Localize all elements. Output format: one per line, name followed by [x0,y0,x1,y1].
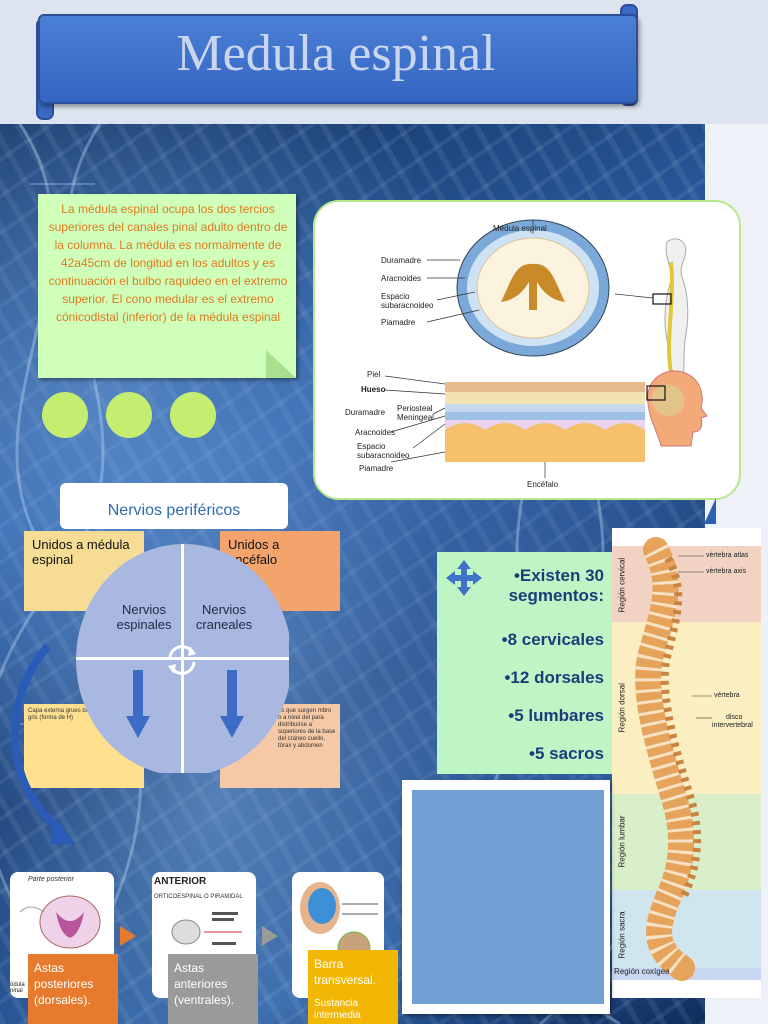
segments-sacros: •5 sacros [529,744,604,763]
label-subaracnoideo: subaracnoideo [381,301,434,310]
label-intervertebral: intervertebral [712,722,753,729]
down-arrow-icon [220,670,244,738]
nervios-espinales-label: Nervios espinales [116,602,172,632]
label-espacio-2: Espacio [357,442,386,451]
tract-illustration [171,912,242,945]
segments-lumbares: •5 lumbares [508,706,604,725]
arrow-decoration [704,498,716,524]
region-coxigea-label: Región coxígea [614,967,670,976]
chevron-right-icon [262,926,278,946]
chevron-right-icon [120,926,136,946]
label-medula: Médula espinal [493,224,547,233]
decorative-dot [106,392,152,438]
label-piamadre-2: Piamadre [359,464,394,473]
label-disco: disco [726,714,743,721]
nervios-cycle-diagram [76,544,292,776]
label-piamadre: Piamadre [381,318,416,327]
label-atlas: vértebra atlas [706,552,749,559]
segments-dorsales: •12 dorsales [504,668,604,687]
decorative-dot [42,392,88,438]
decorative-dot [170,392,216,438]
label-subaracnoideo-2: subaracnoideo [357,451,410,460]
region-band-sacra [612,890,761,968]
spine-diagram: vértebra atlas vértebra axis vértebra di… [612,528,761,998]
tag-barra-extra: Sustancia intermedia [314,998,361,1021]
card-header: ANTERIOR [154,876,207,887]
curved-arrow-icon [11,643,76,844]
tag-astas-anteriores: Astas anteriores (ventrales). [168,954,258,1024]
label-duramadre: Duramadre [381,256,422,265]
label-hueso: Hueso [361,385,386,394]
label-aracnoides-2: Aracnoides [355,428,396,437]
intro-text: La médula espinal ocupa los dos tercios … [48,202,288,324]
label-meningeal: Meningeal [397,413,434,422]
tag-barra-title: Barra transversal. [314,957,377,987]
card-header: Parte posterior [28,876,74,883]
label-encefalo: Encéfalo [527,480,559,489]
cross-section-illustration [19,895,101,949]
brain-illustration [300,882,378,958]
region-band-cervical [612,546,761,622]
region-lumbar-label: Región lumbar [617,815,627,868]
tag-astas-posteriores: Astas posteriores (dorsales). [28,954,118,1024]
title-banner [38,14,638,104]
quadrant-top-left [76,544,184,660]
move-arrows-icon [446,560,482,596]
cycle-arrows-icon [168,645,196,675]
label-duramadre-2: Duramadre [345,408,386,417]
nervios-craneales-label: Nervios craneales [195,602,253,632]
tag-barra-transversal: Barra transversal. Sustancia intermedia [308,950,398,1024]
card-side-text: ódula ninal [10,982,25,994]
segments-cervicales: •8 cervicales [501,630,604,649]
meninges-diagram: Médula espinal Duramadre Aracnoides Espa… [313,200,741,500]
label-axis: vértebra axis [706,568,747,575]
down-arrow-icon [126,670,150,738]
intro-note [38,194,296,378]
label-vertebra: vértebra [714,692,740,699]
label-piel: Piel [367,370,381,379]
card-subheader: ORTICOESPINAL O PIRAMIDAL [154,894,243,900]
label-espacio: Espacio [381,292,410,301]
segments-heading: •Existen 30 segmentos: [508,566,604,605]
region-dorsal-label: Región dorsal [617,683,627,733]
nervios-title: Nervios periféricos [107,502,241,519]
region-cervical-label: Región cervical [617,557,627,613]
image-frame-content [412,790,604,1004]
page-title: Medula espinal [176,25,496,82]
region-sacra-label: Región sacra [617,911,627,959]
note-fold-corner [266,350,296,378]
nervios-title-box [60,483,288,529]
label-aracnoides: Aracnoides [381,274,422,283]
region-band-dorsal [612,622,761,794]
meninges-illustration [384,219,708,478]
label-periosteal: Periosteal [397,404,433,413]
vertebral-column-illustration [635,537,712,981]
quadrant-top-right [184,544,289,660]
